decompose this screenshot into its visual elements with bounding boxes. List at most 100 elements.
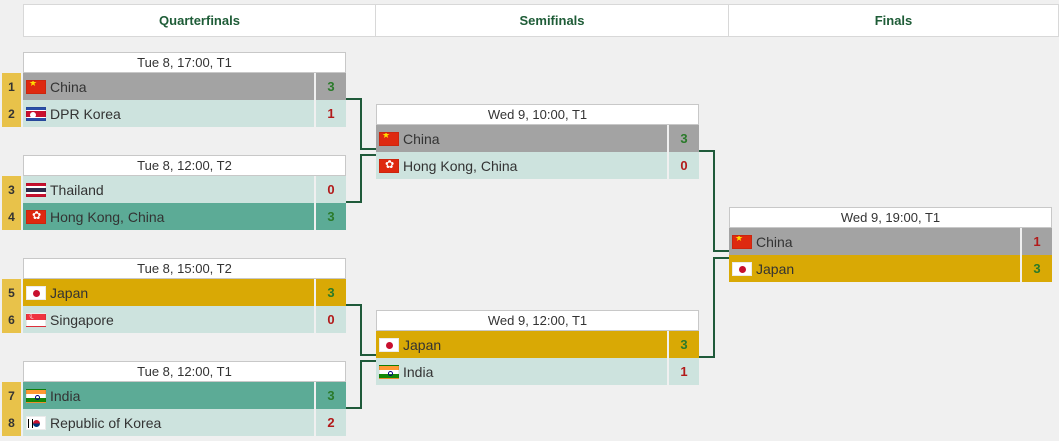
team-name: Hong Kong, China bbox=[50, 208, 165, 225]
seed-number: 3 bbox=[2, 176, 21, 203]
team-row[interactable]: Hong Kong, China 0 bbox=[376, 152, 699, 179]
bracket-connector-line bbox=[346, 304, 376, 356]
team-cell: Japan bbox=[376, 331, 667, 358]
team-cell: Thailand bbox=[23, 176, 314, 203]
team-name: China bbox=[50, 78, 87, 95]
round-headers: Quarterfinals Semifinals Finals bbox=[23, 4, 1059, 37]
match-time: Tue 8, 17:00, T1 bbox=[23, 52, 346, 73]
china-flag-icon bbox=[26, 79, 46, 94]
bracket-connector-line bbox=[346, 360, 376, 409]
team-name: India bbox=[403, 363, 434, 380]
team-cell: Singapore bbox=[23, 306, 314, 333]
team-cell: Hong Kong, China bbox=[23, 203, 314, 230]
team-score: 1 bbox=[316, 100, 346, 127]
india-flag-icon bbox=[26, 388, 46, 403]
team-score: 3 bbox=[1022, 255, 1052, 282]
seed-number: 2 bbox=[2, 100, 21, 127]
singapore-flag-icon bbox=[26, 312, 46, 327]
team-row[interactable]: India 3 bbox=[23, 382, 346, 409]
header-semifinals: Semifinals bbox=[376, 5, 729, 36]
match-time: Wed 9, 10:00, T1 bbox=[376, 104, 699, 125]
team-score: 2 bbox=[316, 409, 346, 436]
match-time: Wed 9, 19:00, T1 bbox=[729, 207, 1052, 228]
team-row[interactable]: India 1 bbox=[376, 358, 699, 385]
china-flag-icon bbox=[732, 234, 752, 249]
team-score: 3 bbox=[316, 73, 346, 100]
team-name: Thailand bbox=[50, 181, 104, 198]
team-row[interactable]: China 3 bbox=[23, 73, 346, 100]
team-row[interactable]: China 1 bbox=[729, 228, 1052, 255]
team-name: Japan bbox=[403, 336, 442, 353]
team-cell: Japan bbox=[23, 279, 314, 306]
bracket-connector-line bbox=[699, 257, 729, 358]
match-time: Tue 8, 12:00, T1 bbox=[23, 361, 346, 382]
team-row[interactable]: Thailand 0 bbox=[23, 176, 346, 203]
team-cell: India bbox=[376, 358, 667, 385]
team-row[interactable]: China 3 bbox=[376, 125, 699, 152]
team-cell: China bbox=[376, 125, 667, 152]
hong-kong-flag-icon bbox=[26, 209, 46, 224]
quarterfinal-match[interactable]: Tue 8, 12:00, T2Thailand0Hong Kong, Chin… bbox=[23, 155, 346, 230]
thailand-flag-icon bbox=[26, 182, 46, 197]
team-name: China bbox=[403, 130, 440, 147]
team-row[interactable]: Japan 3 bbox=[23, 279, 346, 306]
team-name: Japan bbox=[756, 260, 795, 277]
team-name: Singapore bbox=[50, 311, 114, 328]
header-finals: Finals bbox=[874, 13, 913, 28]
team-score: 0 bbox=[669, 152, 699, 179]
india-flag-icon bbox=[379, 364, 399, 379]
quarterfinal-match[interactable]: Tue 8, 15:00, T2 Japan 3Singapore 0 bbox=[23, 258, 346, 333]
team-cell: China bbox=[23, 73, 314, 100]
team-score: 1 bbox=[669, 358, 699, 385]
header-quarterfinals: Quarterfinals bbox=[24, 5, 376, 36]
japan-flag-icon bbox=[26, 285, 46, 300]
team-name: Japan bbox=[50, 284, 89, 301]
team-score: 3 bbox=[316, 279, 346, 306]
japan-flag-icon bbox=[732, 261, 752, 276]
team-score: 3 bbox=[669, 331, 699, 358]
team-cell: India bbox=[23, 382, 314, 409]
bracket-connector-line bbox=[346, 154, 376, 203]
team-row[interactable]: DPR Korea 1 bbox=[23, 100, 346, 127]
seed-number: 4 bbox=[2, 203, 21, 230]
team-row[interactable]: Japan 3 bbox=[376, 331, 699, 358]
japan-flag-icon bbox=[379, 337, 399, 352]
team-row[interactable]: Republic of Korea 2 bbox=[23, 409, 346, 436]
seed-number: 5 bbox=[2, 279, 21, 306]
korea-flag-icon bbox=[26, 415, 46, 430]
match-time: Tue 8, 15:00, T2 bbox=[23, 258, 346, 279]
team-cell: Japan bbox=[729, 255, 1020, 282]
semifinal-match[interactable]: Wed 9, 10:00, T1 China 3Hong Kong, China 0 bbox=[376, 104, 699, 179]
team-score: 1 bbox=[1022, 228, 1052, 255]
team-row[interactable]: Singapore 0 bbox=[23, 306, 346, 333]
team-name: Hong Kong, China bbox=[403, 157, 518, 174]
team-row[interactable]: Japan 3 bbox=[729, 255, 1052, 282]
hong-kong-flag-icon bbox=[379, 158, 399, 173]
team-name: Republic of Korea bbox=[50, 414, 162, 431]
china-flag-icon bbox=[379, 131, 399, 146]
team-score: 0 bbox=[316, 176, 346, 203]
team-score: 0 bbox=[316, 306, 346, 333]
team-name: China bbox=[756, 233, 793, 250]
seed-number: 1 bbox=[2, 73, 21, 100]
seed-number: 7 bbox=[2, 382, 21, 409]
team-cell: Hong Kong, China bbox=[376, 152, 667, 179]
dpr-korea-flag-icon bbox=[26, 106, 46, 121]
bracket-connector-line bbox=[699, 150, 729, 252]
team-name: India bbox=[50, 387, 81, 404]
seed-number: 6 bbox=[2, 306, 21, 333]
seed-number: 8 bbox=[2, 409, 21, 436]
team-score: 3 bbox=[316, 382, 346, 409]
team-score: 3 bbox=[669, 125, 699, 152]
match-time: Wed 9, 12:00, T1 bbox=[376, 310, 699, 331]
match-time: Tue 8, 12:00, T2 bbox=[23, 155, 346, 176]
team-name: DPR Korea bbox=[50, 105, 121, 122]
team-cell: China bbox=[729, 228, 1020, 255]
bracket-connector-line bbox=[346, 98, 376, 150]
